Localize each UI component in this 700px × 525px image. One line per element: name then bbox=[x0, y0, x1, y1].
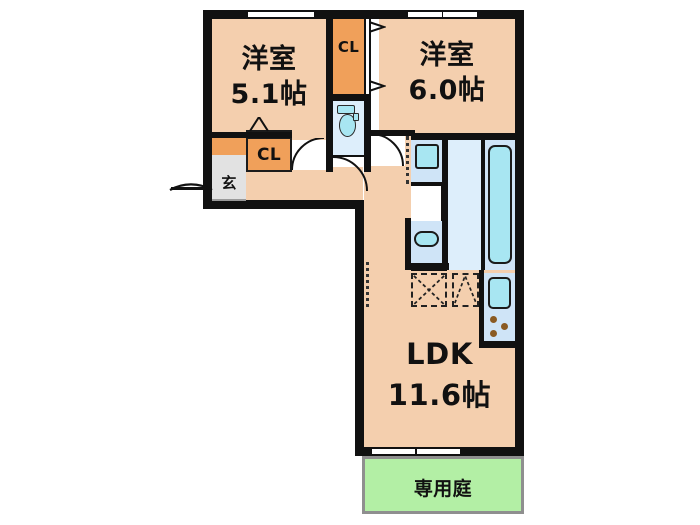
wall-kitchen-left bbox=[479, 270, 484, 345]
wall-top-middle bbox=[333, 10, 379, 19]
appliance-slash-icon bbox=[454, 275, 477, 304]
wall-vanity-left bbox=[405, 218, 411, 270]
window-top-right-a bbox=[408, 10, 442, 19]
wall-bath-top bbox=[411, 133, 524, 140]
wall-entrance-jamb bbox=[203, 145, 212, 157]
closet-hall-label: CL bbox=[257, 145, 281, 165]
room-washitsu-5-1 bbox=[212, 19, 326, 132]
room-label-washitsu-5-1-name: 洋室 bbox=[241, 44, 297, 75]
vanity-sink-fixture bbox=[414, 231, 439, 247]
genkan-step-line bbox=[212, 199, 246, 201]
wall-hall-bottom bbox=[203, 200, 363, 209]
room-label-washitsu-5-1-size: 5.1帖 bbox=[230, 79, 308, 110]
door-bedroom-5-1-arc bbox=[292, 138, 325, 171]
wall-bath-divider bbox=[481, 133, 485, 270]
washroom-folding-door[interactable] bbox=[406, 136, 410, 184]
wall-toilet-left bbox=[326, 94, 333, 172]
wall-toilet-top bbox=[326, 94, 371, 101]
wall-left-exterior-upper bbox=[203, 10, 212, 209]
closet-hall-apex-icon bbox=[249, 117, 269, 132]
stove-burner-3 bbox=[490, 330, 497, 337]
appliance-space-right bbox=[452, 273, 479, 307]
door-bedroom-5-1-panel[interactable] bbox=[292, 140, 326, 170]
closet-top-between-bedrooms bbox=[333, 19, 364, 94]
window-top-left-a bbox=[248, 10, 281, 19]
private-garden-label: 専用庭 bbox=[413, 478, 473, 500]
room-label-ldk-name: LDK bbox=[406, 337, 473, 371]
room-label-ldk-size: 11.6帖 bbox=[387, 378, 492, 412]
toilet-bowl-icon bbox=[339, 114, 356, 137]
genkan-entrance bbox=[212, 155, 246, 200]
closet-top-label: CL bbox=[337, 38, 360, 56]
window-top-right-b bbox=[443, 10, 477, 19]
room-washitsu-6-0 bbox=[379, 19, 515, 136]
wall-bath-left bbox=[441, 133, 448, 270]
wall-above-appliance bbox=[411, 265, 447, 271]
wall-closet-top-left bbox=[326, 19, 333, 94]
kitchen-sink-fixture bbox=[488, 277, 511, 309]
entrance-door-leaf[interactable] bbox=[171, 187, 212, 190]
wall-right-exterior bbox=[515, 10, 524, 456]
appliance-space-left bbox=[411, 273, 447, 307]
wall-washer-bottom bbox=[411, 182, 442, 186]
window-top-left-b bbox=[281, 10, 314, 19]
bathroom-unit bbox=[448, 140, 483, 270]
window-ldk-bottom-a bbox=[372, 447, 415, 456]
private-garden bbox=[362, 456, 524, 514]
door-bedroom-6-0-arc bbox=[371, 134, 404, 167]
gas-stove-fixture bbox=[484, 311, 515, 341]
wall-toilet-right bbox=[364, 94, 371, 172]
toilet-door-swing-arc bbox=[333, 156, 368, 191]
appliance-cross-icon bbox=[413, 275, 445, 305]
toilet-tank-icon bbox=[337, 105, 355, 114]
closet-top-sliding-track[interactable] bbox=[364, 19, 371, 94]
shoe-box bbox=[212, 137, 246, 155]
wall-bedroom-5-1-threshold bbox=[212, 132, 292, 138]
wall-ldk-left-exterior bbox=[355, 200, 364, 456]
room-label-washitsu-6-0-name: 洋室 bbox=[419, 40, 475, 71]
stove-burner-2 bbox=[501, 323, 508, 330]
toilet-lever-icon bbox=[353, 113, 359, 121]
wall-kitchen-bottom bbox=[479, 341, 524, 348]
room-label-washitsu-6-0-size: 6.0帖 bbox=[408, 75, 486, 106]
entrance-door-swing-arc bbox=[169, 183, 213, 191]
washing-machine-pan bbox=[415, 144, 439, 169]
wall-bedroom-6-0-threshold bbox=[371, 130, 415, 136]
genkan-label: 玄 bbox=[221, 174, 237, 192]
window-ldk-bottom-b bbox=[417, 447, 460, 456]
kitchen-side-dotted-edge bbox=[366, 262, 369, 307]
bathtub-fixture bbox=[488, 145, 512, 264]
closet-hall bbox=[246, 137, 292, 172]
stove-burner-1 bbox=[490, 316, 497, 323]
